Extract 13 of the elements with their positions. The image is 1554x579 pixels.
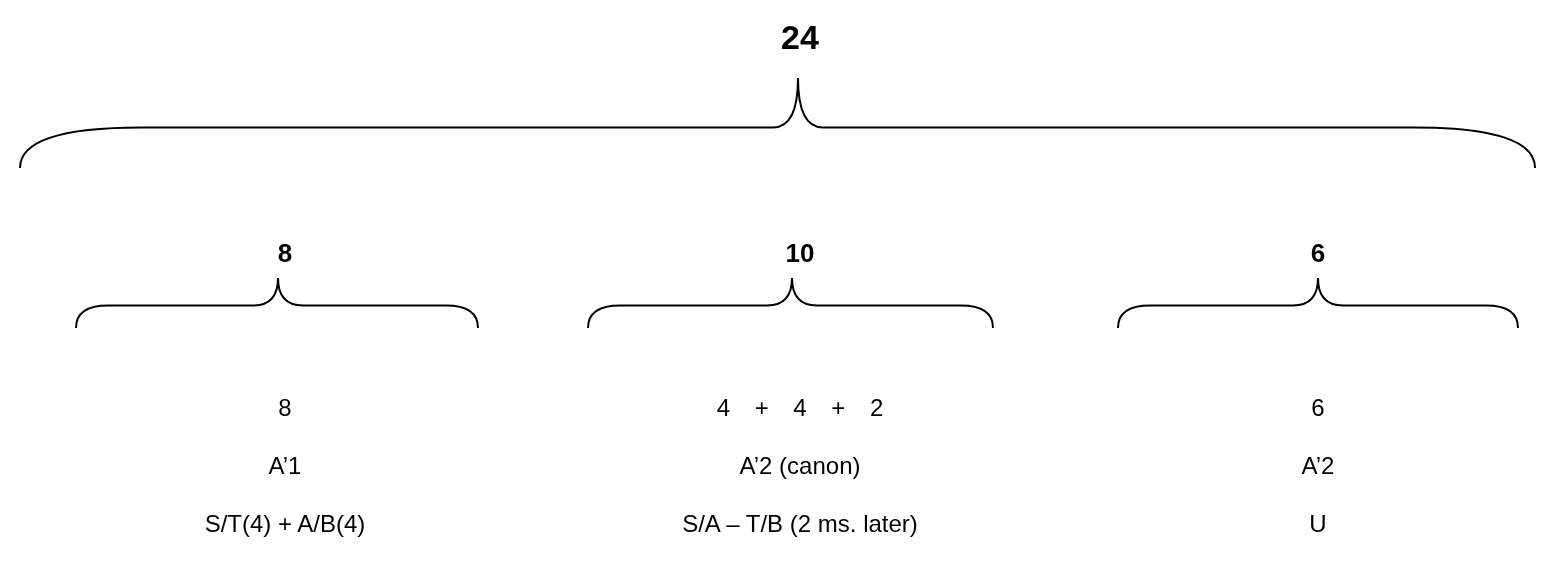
section-label: A’1: [268, 454, 302, 478]
section-count: 10: [785, 240, 815, 266]
measure-count: 4 + 4 + 2: [716, 396, 884, 420]
total-count: 24: [781, 20, 819, 54]
voicing-label: S/A – T/B (2 ms. later): [682, 512, 918, 536]
section-label: A’2 (canon): [739, 454, 861, 478]
section-label: A’2: [1301, 454, 1335, 478]
measure-count: 8: [278, 396, 292, 420]
section-count: 6: [1310, 240, 1326, 266]
voicing-label: S/T(4) + A/B(4): [204, 512, 366, 536]
voicing-label: U: [1309, 512, 1327, 536]
measure-count: 6: [1311, 396, 1325, 420]
section-count: 8: [277, 240, 293, 266]
